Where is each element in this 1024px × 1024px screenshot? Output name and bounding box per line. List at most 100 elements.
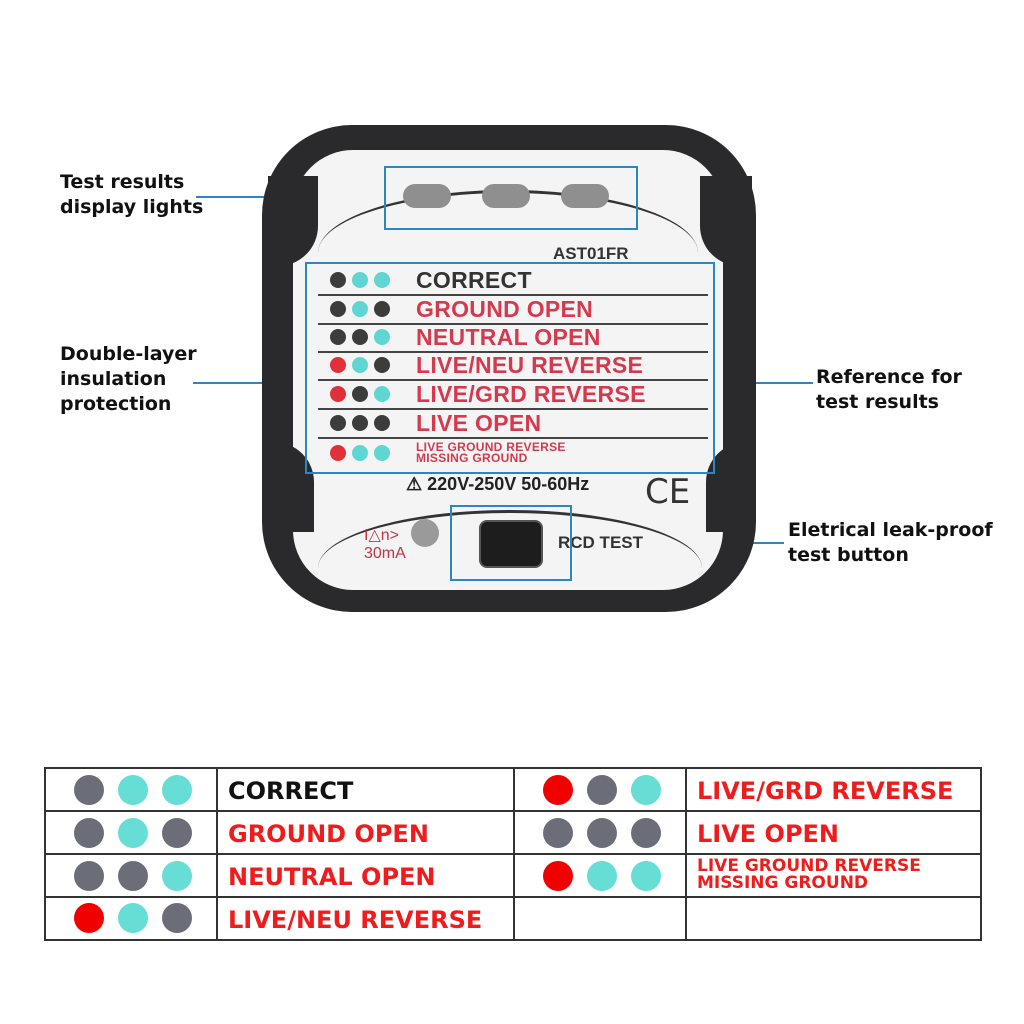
reference-label: LIVE/GRD REVERSE	[416, 381, 646, 407]
legend-status-dot	[543, 860, 573, 891]
status-dot	[330, 445, 346, 461]
voltage-text: 220V-250V 50-60Hz	[427, 474, 590, 494]
legend-dots-cell	[515, 812, 687, 855]
status-dot	[330, 386, 346, 402]
legend-label: NEUTRAL OPEN	[228, 863, 436, 891]
status-dot	[330, 272, 346, 288]
status-dot	[330, 415, 346, 431]
status-dot	[330, 301, 346, 317]
legend-dots-cell	[46, 769, 218, 812]
legend-label-cell: GROUND OPEN	[218, 812, 515, 855]
rcd-current-value: 30mA	[364, 545, 406, 562]
status-dot	[352, 445, 368, 461]
callout-line	[713, 382, 813, 384]
legend-dots-cell	[46, 898, 218, 939]
legend-status-dot	[162, 860, 192, 891]
button-highlight-box	[450, 505, 572, 581]
rcd-indicator-lamp	[411, 519, 439, 547]
legend-dots-cell	[515, 898, 687, 939]
rcd-test-button[interactable]	[479, 520, 543, 568]
status-dot	[352, 357, 368, 373]
legend-label: LIVE/GRD REVERSE	[697, 777, 954, 805]
legend-table: CORRECT GROUND OPEN NEUTRAL OPEN LIVE/NEU R…	[44, 767, 982, 941]
reference-dots	[330, 357, 396, 375]
legend-label-cell: LIVE OPEN	[687, 812, 982, 855]
legend-status-dot	[162, 817, 192, 848]
callout-insulation: Double-layer insulation protection	[60, 342, 197, 417]
reference-row: LIVE OPEN	[318, 409, 708, 439]
callout-text: Eletrical leak-proof	[788, 519, 993, 541]
legend-status-dot	[587, 860, 617, 891]
model-number: AST01FR	[553, 244, 629, 263]
reference-row: LIVE/NEU REVERSE	[318, 351, 708, 381]
ce-mark: CE	[645, 472, 691, 512]
rcd-current-label: I△n> 30mA	[364, 527, 406, 563]
status-dot	[352, 329, 368, 345]
status-dot	[374, 415, 390, 431]
status-dot	[352, 272, 368, 288]
callout-text: display lights	[60, 196, 204, 218]
callout-test-button: Eletrical leak-proof test button	[788, 518, 993, 568]
reference-label: LIVE OPEN	[416, 410, 542, 436]
indicator-lamp	[482, 184, 530, 208]
callout-display-lights: Test results display lights	[60, 170, 203, 220]
callout-text: Double-layer	[60, 343, 197, 365]
legend-status-dot	[118, 902, 148, 933]
reference-dots	[330, 386, 396, 404]
legend-status-dot	[162, 902, 192, 933]
reference-dots	[330, 301, 396, 319]
callout-text: Test results	[60, 171, 185, 193]
legend-label: CORRECT	[228, 777, 354, 805]
legend-status-dot	[118, 774, 148, 805]
status-dot	[374, 357, 390, 373]
status-dot	[330, 357, 346, 373]
legend-label-cell: CORRECT	[218, 769, 515, 812]
legend-status-dot	[543, 774, 573, 805]
legend-dots-cell	[46, 855, 218, 898]
indicator-lamp	[561, 184, 609, 208]
voltage-rating: ⚠ 220V-250V 50-60Hz	[406, 474, 589, 495]
callout-text: test button	[788, 544, 909, 566]
callout-reference: Reference for test results	[816, 365, 962, 415]
callout-text: Reference for	[816, 366, 962, 388]
callout-text: test results	[816, 391, 939, 413]
legend-label: LIVE/NEU REVERSE	[228, 906, 483, 934]
legend-status-dot	[587, 774, 617, 805]
reference-row: CORRECT	[318, 266, 708, 296]
rcd-test-label: RCD TEST	[558, 533, 643, 552]
reference-dots	[330, 272, 396, 290]
indicator-lamp	[403, 184, 451, 208]
legend-label-cell: NEUTRAL OPEN	[218, 855, 515, 898]
legend-label: LIVE OPEN	[697, 820, 840, 848]
reference-label: CORRECT	[416, 267, 532, 293]
legend-status-dot	[74, 817, 104, 848]
corner-grip	[700, 176, 752, 266]
legend-status-dot	[74, 860, 104, 891]
legend-label-cell: LIVE/NEU REVERSE	[218, 898, 515, 939]
rcd-current-symbol: I△n>	[364, 527, 399, 544]
legend-dots-cell	[46, 812, 218, 855]
legend-dots-cell	[515, 769, 687, 812]
callout-text: protection	[60, 393, 172, 415]
reference-dots	[330, 329, 396, 347]
reference-row: NEUTRAL OPEN	[318, 323, 708, 353]
status-dot	[374, 272, 390, 288]
reference-row: GROUND OPEN	[318, 295, 708, 325]
reference-dots	[330, 415, 396, 433]
legend-status-dot	[587, 817, 617, 848]
legend-status-dot	[118, 817, 148, 848]
reference-label: NEUTRAL OPEN	[416, 324, 601, 350]
reference-label: GROUND OPEN	[416, 296, 594, 322]
legend-status-dot	[118, 860, 148, 891]
callout-line	[193, 382, 307, 384]
lights-highlight-box	[384, 166, 638, 230]
legend-status-dot	[74, 774, 104, 805]
legend-label-cell: LIVE/GRD REVERSE	[687, 769, 982, 812]
reference-dots	[330, 445, 396, 463]
status-dot	[352, 301, 368, 317]
status-dot	[352, 415, 368, 431]
